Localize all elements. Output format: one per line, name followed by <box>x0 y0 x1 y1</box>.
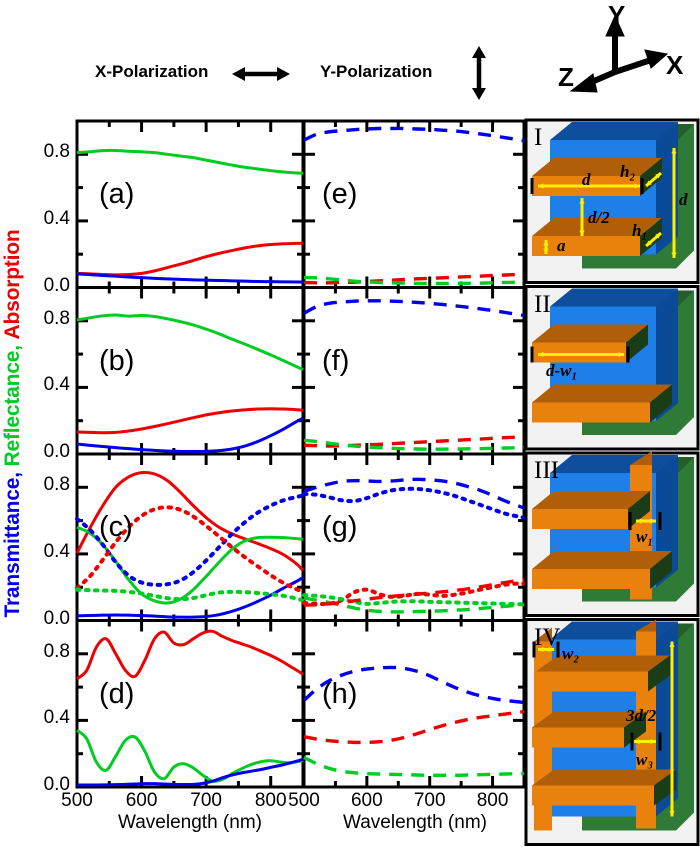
schematic-dim-d-half: d/2 <box>588 208 610 227</box>
schematic-tag-II: II <box>534 290 551 318</box>
schematic-tag-IV: IV <box>534 623 561 651</box>
series-h-transmittance <box>302 665 525 705</box>
series-g-absorption-dashed <box>303 577 525 607</box>
x-tick-label-left-2: 700 <box>190 790 222 811</box>
coordinate-triad-icon <box>569 14 669 93</box>
x-tick-label-right-2: 700 <box>413 790 446 811</box>
series-c-transmittance-dotted <box>75 493 305 587</box>
series-e-reflectance <box>303 275 525 286</box>
x-axis-title-left: Wavelength (nm) <box>118 812 262 833</box>
schematic-IV <box>524 618 700 846</box>
series-e-transmittance <box>303 126 525 143</box>
series-g-reflectance-dotted <box>302 593 526 607</box>
schematic-dim-a: a <box>557 236 566 255</box>
axis-label-x: X <box>666 50 684 80</box>
series-e-absorption <box>303 272 525 285</box>
x-tick-label-right-0: 500 <box>288 790 320 811</box>
panel-tag-c: (c) <box>99 511 133 543</box>
panel-e-curves <box>303 126 525 286</box>
panel-a-curves <box>76 148 304 284</box>
series-d-absorption <box>76 629 304 680</box>
panel-b-curves <box>76 313 304 453</box>
series-h-reflectance <box>303 755 525 778</box>
x-tick-label-left-1: 600 <box>125 790 158 811</box>
series-g-reflectance-dashed <box>303 596 525 614</box>
y-tick-label-r0-0: 0.0 <box>43 274 70 296</box>
series-g-transmittance-dotted <box>302 486 526 520</box>
panel-tag-d: (d) <box>99 677 135 710</box>
x-polarization-label: X-Polarization <box>95 62 209 81</box>
x-tick-label-right-1: 600 <box>350 790 383 811</box>
y-tick-label-r1-2: 0.8 <box>43 307 70 329</box>
y-tick-label-r1-1: 0.4 <box>43 374 70 396</box>
series-g-transmittance-dashed <box>303 477 525 510</box>
series-c-transmittance-solid <box>76 576 304 619</box>
y-tick-label-r2-1: 0.4 <box>43 540 70 562</box>
series-f-transmittance <box>303 299 525 318</box>
series-h-absorption <box>303 710 525 745</box>
axis-label-y: Y <box>608 0 626 30</box>
panel-tag-g: (g) <box>322 511 358 543</box>
y-tick-label-r3-1: 0.4 <box>43 707 70 729</box>
schematic-dim-w3: w₃ <box>636 749 654 769</box>
schematic-tag-III: III <box>534 457 559 484</box>
x-tick-label-left-0: 500 <box>61 790 93 811</box>
x-polarization-double-arrow-icon <box>232 67 290 81</box>
panel-c-curves <box>75 470 305 619</box>
schematic-dim-d-right: d <box>679 190 688 209</box>
series-a-absorption <box>76 241 304 277</box>
schematic-dim-h2: h₂ <box>620 162 636 181</box>
series-d-reflectance <box>76 729 304 783</box>
x-axis-title-right: Wavelength (nm) <box>343 812 487 833</box>
y-polarization-label: Y-Polarization <box>320 62 433 81</box>
series-a-reflectance <box>76 148 304 175</box>
schematic-dim-h1: h₁ <box>632 221 648 240</box>
y-tick-label-r0-2: 0.8 <box>43 141 70 163</box>
series-b-transmittance <box>76 416 304 453</box>
schematic-dim-w1: w₁ <box>636 527 654 546</box>
panel-tag-b: (b) <box>99 344 135 377</box>
schematic-dim-3d-half: 3d/2 <box>626 705 657 725</box>
y-tick-label-r2-2: 0.8 <box>43 474 70 496</box>
y-tick-label-r2-0: 0.0 <box>43 607 70 629</box>
panel-tag-f: (f) <box>322 344 350 377</box>
axis-label-z: Z <box>558 62 574 92</box>
panel-g-curves <box>302 477 526 614</box>
series-f-reflectance <box>303 438 525 451</box>
panel-f-curves <box>303 299 525 451</box>
schematic-dim-w2: w₂ <box>562 643 580 663</box>
structure-schematics <box>524 118 700 846</box>
series-a-transmittance <box>76 272 304 284</box>
y-tick-label-r1-0: 0.0 <box>43 441 70 462</box>
schematic-dim-d-minus-w1: d-w₁ <box>546 360 578 380</box>
series-c-reflectance-dotted <box>75 587 305 603</box>
schematic-dim-d: d <box>582 170 591 189</box>
y-tick-label-r0-1: 0.4 <box>43 207 70 229</box>
y-tick-label-r3-2: 0.8 <box>43 640 70 662</box>
panel-tag-e: (e) <box>322 178 358 210</box>
panel-d-curves <box>76 629 304 787</box>
x-tick-label-left-3: 800 <box>254 790 287 811</box>
panel-h-curves <box>302 665 525 778</box>
series-c-absorption-dotted <box>75 505 305 594</box>
panel-tag-h: (h) <box>322 677 358 710</box>
series-b-absorption <box>76 407 304 435</box>
series-c-absorption-solid <box>75 470 305 572</box>
panel-tag-a: (a) <box>99 178 135 210</box>
y-tick-label-r3-0: 0.0 <box>43 774 70 795</box>
schematic-II <box>524 285 700 451</box>
x-tick-label-right-3: 800 <box>476 790 509 811</box>
schematic-tag-I: I <box>534 124 543 151</box>
schematic-III <box>524 451 700 617</box>
series-f-absorption <box>303 434 525 448</box>
series-d-transmittance <box>76 757 304 787</box>
schematic-I <box>524 118 700 284</box>
series-b-reflectance <box>76 313 304 371</box>
y-polarization-double-arrow-icon <box>472 46 486 100</box>
